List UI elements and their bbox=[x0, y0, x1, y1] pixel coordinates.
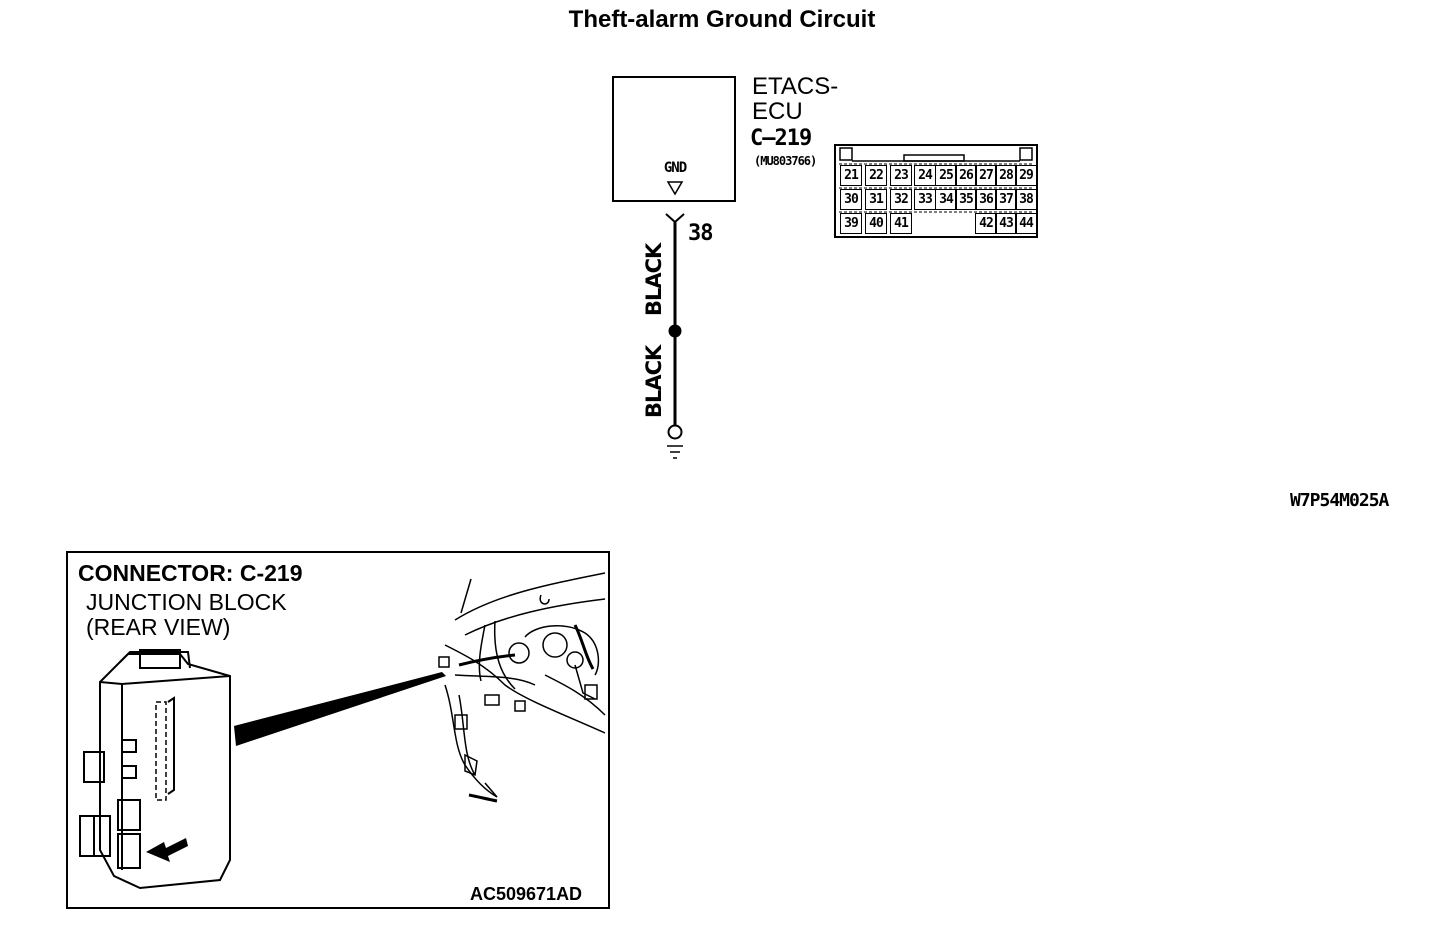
pointer-beam bbox=[234, 672, 446, 746]
connector-housing-outline bbox=[839, 147, 1033, 213]
pin-cell: 22 bbox=[865, 165, 887, 186]
pin-cell: 41 bbox=[890, 213, 912, 234]
pin-cell: 39 bbox=[840, 213, 862, 234]
pin-cell: 36 bbox=[975, 189, 997, 210]
pin-cell: 34 bbox=[935, 189, 957, 210]
arrow-icon bbox=[146, 838, 188, 862]
gnd-terminal-triangle-icon bbox=[666, 181, 684, 196]
pin-cell: 31 bbox=[865, 189, 887, 210]
dashboard-harness-illustration bbox=[438, 572, 606, 803]
ecu-name-line2: ECU bbox=[752, 98, 803, 125]
pin-cell: 44 bbox=[1015, 213, 1037, 234]
wire-color-lower: BLACK bbox=[642, 345, 666, 418]
pin-cell: 29 bbox=[1015, 165, 1037, 186]
pin-cell: 21 bbox=[840, 165, 862, 186]
pin-cell: 35 bbox=[955, 189, 977, 210]
pin-cell: 27 bbox=[975, 165, 997, 186]
pin-cell: 38 bbox=[1015, 189, 1037, 210]
connector-face: 21 22 23 24 25 26 27 28 29 30 31 32 33 3… bbox=[834, 144, 1038, 238]
gnd-terminal-label: GND bbox=[663, 160, 687, 176]
pin-cell: 28 bbox=[995, 165, 1017, 186]
component-description: JUNCTION BLOCK(REAR VIEW) bbox=[86, 590, 287, 640]
pin-cell: 37 bbox=[995, 189, 1017, 210]
ecu-name-line1: ETACS- bbox=[752, 73, 839, 100]
connector-heading: CONNECTOR: C-219 bbox=[78, 560, 303, 586]
pin-cell: 33 bbox=[914, 189, 936, 210]
splice-point bbox=[668, 324, 682, 338]
pin-cell: 32 bbox=[890, 189, 912, 210]
connector-location-panel bbox=[66, 551, 610, 909]
ecu-connector-id: C–219 bbox=[750, 126, 812, 151]
wire-color-upper: BLACK bbox=[642, 243, 666, 316]
pin-cell: 30 bbox=[840, 189, 862, 210]
pin-cell: 24 bbox=[914, 165, 936, 186]
pin-cell: 25 bbox=[935, 165, 957, 186]
component-line2: (REAR VIEW) bbox=[86, 614, 231, 640]
pin-cell: 23 bbox=[890, 165, 912, 186]
component-line1: JUNCTION BLOCK bbox=[86, 589, 287, 615]
pin-cell: 26 bbox=[955, 165, 977, 186]
ground-point bbox=[667, 424, 683, 440]
pin-cell: 40 bbox=[865, 213, 887, 234]
pin-number: 38 bbox=[688, 221, 713, 246]
diagram-title: Theft-alarm Ground Circuit bbox=[568, 6, 876, 33]
ground-wire bbox=[665, 213, 685, 459]
ecu-box bbox=[612, 76, 736, 202]
inset-figure-code: AC509671AD bbox=[470, 884, 583, 904]
pin-cell: 43 bbox=[995, 213, 1017, 234]
junction-block-illustration bbox=[79, 649, 231, 890]
figure-code: W7P54M025A bbox=[1290, 490, 1389, 511]
pin-cell: 42 bbox=[975, 213, 997, 234]
ecu-name: ETACS-ECU bbox=[752, 74, 838, 124]
ecu-part-number: (MU803766) bbox=[754, 154, 817, 168]
